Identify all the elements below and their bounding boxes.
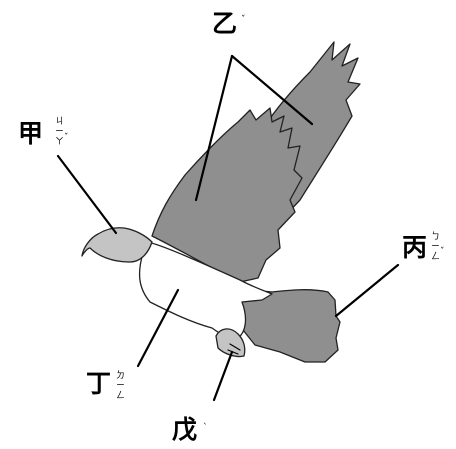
label-head-tone: ˇ [64, 132, 69, 143]
label-tail-tone: ˇ [440, 246, 445, 257]
label-tail-zhuyin-3: ㄥ [431, 251, 440, 262]
label-body-zhuyin-3: ㄥ [116, 390, 125, 401]
tail-leader [336, 265, 398, 316]
label-head-zhuyin-1: ㄐ [55, 117, 64, 127]
label-tail: 丙 [402, 233, 427, 262]
label-wings-tone: ˇ [241, 14, 246, 25]
label-feet-tone: ˋ [203, 422, 208, 433]
label-body-zhuyin-1: ㄉ [116, 370, 125, 381]
feet-leader [214, 352, 232, 400]
head-leader [58, 156, 116, 233]
label-tail-zhuyin-2: ㄧ [431, 242, 440, 252]
label-body: 丁 [86, 369, 111, 398]
label-wings: 乙 [212, 9, 237, 38]
label-tail-zhuyin-1: ㄅ [431, 231, 440, 242]
label-head-zhuyin-3: ㄚ [55, 137, 64, 147]
label-head: 甲 [18, 119, 43, 148]
label-feet: 戊 [172, 415, 197, 444]
label-head-zhuyin-2: ㄧ [55, 127, 64, 137]
label-body-zhuyin-2: ㄧ [116, 381, 125, 391]
